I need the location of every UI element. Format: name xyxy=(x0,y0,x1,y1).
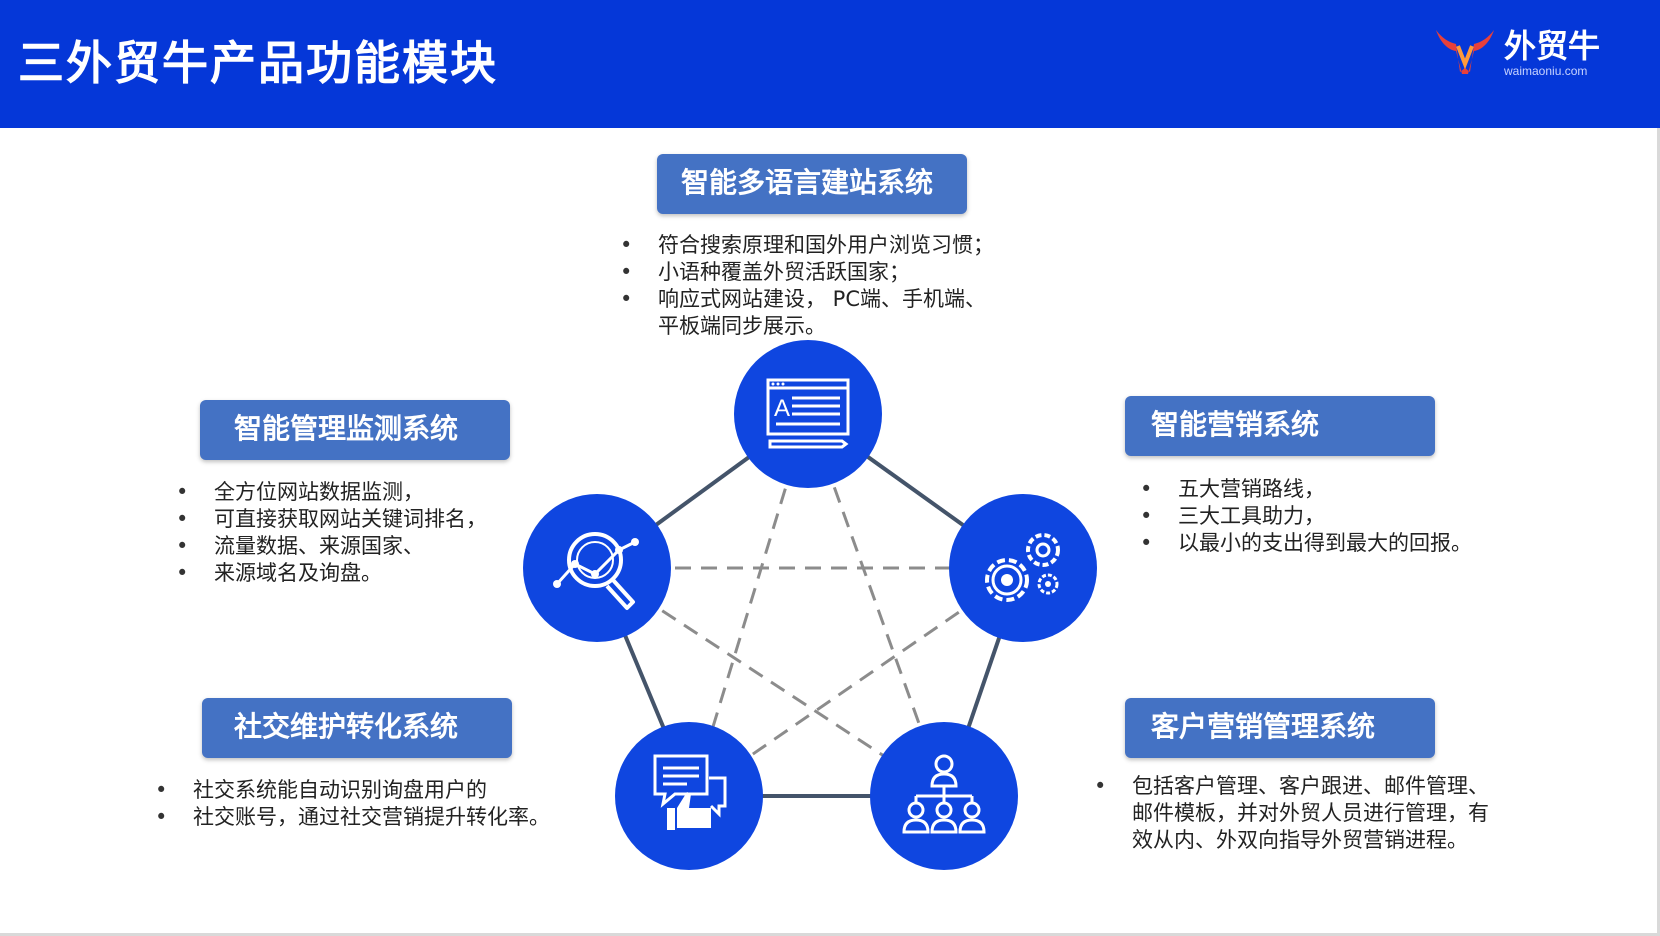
label-marketing-system: 智能营销系统 xyxy=(1125,396,1435,456)
label-customer-system: 客户营销管理系统 xyxy=(1125,698,1435,758)
list-item: 三大工具助力， xyxy=(1140,503,1600,530)
label-website-system: 智能多语言建站系统 xyxy=(657,154,967,214)
right-divider xyxy=(1657,128,1660,936)
svg-text:A: A xyxy=(774,395,790,422)
monitoring-bullet-list: 全方位网站数据监测， 可直接获取网站关键词排名， 流量数据、来源国家、 来源域名… xyxy=(176,479,596,587)
website-bullet-list: 符合搜索原理和国外用户浏览习惯； 小语种覆盖外贸活跃国家； 响应式网站建设， P… xyxy=(620,232,1040,340)
logo-text-cn: 外贸牛 xyxy=(1504,27,1601,65)
node-website: A xyxy=(734,340,882,488)
list-item: 平板端同步展示。 xyxy=(658,314,826,338)
social-bullet-list: 社交系统能自动识别询盘用户的 社交账号，通过社交营销提升转化率。 xyxy=(155,777,625,831)
list-item: 以最小的支出得到最大的回报。 xyxy=(1140,530,1600,557)
list-item: 全方位网站数据监测， xyxy=(176,479,596,506)
logo-text-en: waimaoniu.com xyxy=(1504,64,1588,78)
customer-bullet-list: 包括客户管理、客户跟进、邮件管理、 邮件模板，并对外贸人员进行管理，有 效从内、… xyxy=(1094,773,1564,854)
website-editor-icon: A xyxy=(766,378,850,449)
list-item: 社交账号，通过社交营销提升转化率。 xyxy=(155,804,625,831)
list-item: 五大营销路线， xyxy=(1140,476,1600,503)
list-item: 可直接获取网站关键词排名， xyxy=(176,506,596,533)
gears-icon xyxy=(985,533,1060,602)
node-customer xyxy=(870,722,1018,870)
list-item: 邮件模板，并对外贸人员进行管理，有 xyxy=(1132,801,1489,825)
list-item: 来源域名及询盘。 xyxy=(176,560,596,587)
list-item: 符合搜索原理和国外用户浏览习惯； xyxy=(620,232,1040,259)
brand-logo: 外贸牛 waimaoniu.com xyxy=(1432,24,1612,84)
org-chart-icon xyxy=(902,754,986,834)
list-item: 流量数据、来源国家、 xyxy=(176,533,596,560)
chat-thumbs-up-icon xyxy=(653,754,727,830)
label-social-system: 社交维护转化系统 xyxy=(202,698,512,758)
list-item: 包括客户管理、客户跟进、邮件管理、 xyxy=(1094,773,1564,800)
node-marketing xyxy=(949,494,1097,642)
list-item: 社交系统能自动识别询盘用户的 xyxy=(155,777,625,804)
node-social xyxy=(615,722,763,870)
marketing-bullet-list: 五大营销路线， 三大工具助力， 以最小的支出得到最大的回报。 xyxy=(1140,476,1600,557)
label-monitoring-system: 智能管理监测系统 xyxy=(200,400,510,460)
list-item: 响应式网站建设， PC端、手机端、 xyxy=(620,286,1040,313)
bottom-divider xyxy=(0,933,1660,936)
header-bar: 三外贸牛产品功能模块 外贸牛 waimaoniu.com xyxy=(0,0,1660,128)
list-item: 小语种覆盖外贸活跃国家； xyxy=(620,259,1040,286)
bull-logo-icon xyxy=(1436,30,1494,74)
page-title: 三外贸牛产品功能模块 xyxy=(18,36,498,90)
list-item: 效从内、外双向指导外贸营销进程。 xyxy=(1132,828,1468,852)
